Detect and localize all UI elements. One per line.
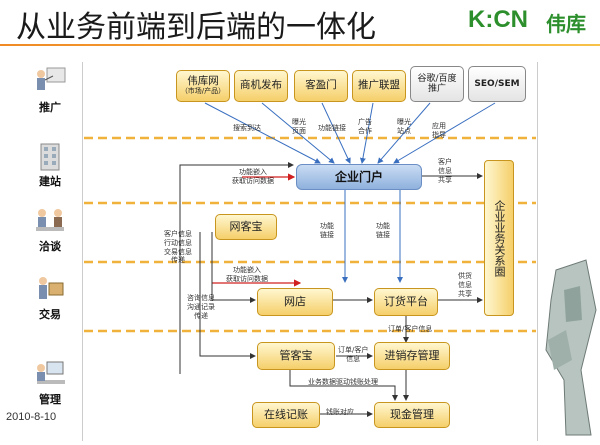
node-online-ledger: 在线记账 [252, 402, 320, 428]
note-consult: 咨询信息沟通记录传递 [187, 294, 215, 320]
presenter-icon [33, 66, 67, 98]
node-keyingmen: 客盈门 [294, 70, 348, 102]
node-online-shop-label: 网店 [284, 294, 306, 308]
logo-cn-text: 伟库 [546, 12, 586, 36]
note-exposure-site: 曝光站点 [397, 118, 411, 135]
note-func-link-top: 功能链接 [318, 124, 346, 132]
node-order-platform-label: 订货平台 [384, 294, 428, 308]
node-wangkebao-label: 网客宝 [229, 219, 263, 233]
note-supplier-share: 供货信息共享 [458, 272, 472, 298]
node-inventory-label: 进销存管理 [384, 348, 440, 362]
lane-promote: 推广 [16, 66, 84, 115]
lane-negotiate: 洽谈 [16, 205, 84, 254]
note-customer-info: 客户信息行动信息交易信息传递 [164, 230, 192, 265]
node-weiku-sub: （市场/产品） [180, 86, 226, 95]
node-order-platform: 订货平台 [374, 288, 438, 316]
robot-illustration [536, 250, 600, 441]
node-business-post: 商机发布 [234, 70, 288, 102]
note-func-link-left: 功能链接 [320, 222, 334, 239]
node-inventory: 进销存管理 [374, 342, 450, 370]
node-seo-sem: SEO/SEM [468, 66, 526, 102]
note-exposure: 曝光页面 [292, 118, 306, 135]
note-ad-coop: 广告合作 [358, 118, 372, 135]
meeting-icon [33, 205, 67, 237]
note-func-link-right: 功能链接 [376, 222, 390, 239]
lane-label-trade: 交易 [39, 308, 61, 321]
node-online-ledger-label: 在线记账 [264, 407, 308, 421]
note-order-info: 订单/客户信息 [338, 346, 369, 363]
node-guankebao-label: 管客宝 [279, 348, 313, 362]
node-business-relation: 企业业务关系圈 [484, 160, 514, 316]
logo-brand-text: K:CN [468, 6, 528, 33]
lane-label-promote: 推广 [39, 101, 61, 114]
node-google-baidu: 谷歌/百度推广 [410, 66, 464, 102]
note-embed-mid: 功能嵌入获取访问数据 [226, 266, 268, 283]
node-cash-management: 现金管理 [374, 402, 450, 428]
node-guankebao: 管客宝 [257, 342, 335, 370]
note-app-guide: 应用指导 [432, 122, 446, 139]
title-underline [0, 44, 600, 46]
building-icon [33, 140, 67, 172]
node-google-baidu-label: 谷歌/百度推广 [417, 73, 457, 94]
lane-label-negotiate: 洽谈 [39, 240, 61, 253]
node-weiku: 伟库网 （市场/产品） [176, 70, 230, 102]
node-keyingmen-label: 客盈门 [305, 79, 337, 92]
note-biz-data: 业务数据驱动钱账处理 [308, 378, 378, 386]
brand-logo: K:CN 伟库 [468, 6, 596, 38]
node-wangkebao: 网客宝 [215, 214, 277, 240]
delivery-icon [33, 273, 67, 305]
node-cash-management-label: 现金管理 [390, 407, 434, 421]
note-search-reach: 搜索到达 [233, 124, 261, 132]
lane-trade: 交易 [16, 273, 84, 322]
lane-manage: 管理 [16, 358, 84, 407]
lane-label-build: 建站 [39, 175, 61, 188]
node-online-shop: 网店 [257, 288, 333, 316]
node-weiku-label: 伟库网 [187, 75, 219, 88]
node-promo-alliance-label: 推广联盟 [358, 79, 400, 92]
lane-build: 建站 [16, 140, 84, 189]
node-promo-alliance: 推广联盟 [352, 70, 406, 102]
node-seo-sem-label: SEO/SEM [474, 78, 520, 89]
page-title: 从业务前端到后端的一体化 [16, 10, 376, 45]
lane-label-manage: 管理 [39, 393, 61, 406]
slide-date: 2010-8-10 [6, 411, 57, 423]
diagram-canvas [82, 62, 538, 441]
note-embed-top: 功能嵌入获取访问数据 [232, 168, 274, 185]
note-customer-share: 客户信息共享 [438, 158, 452, 184]
node-enterprise-portal: 企业门户 [296, 164, 422, 190]
note-account-match: 钱账对应 [326, 408, 354, 416]
node-business-post-label: 商机发布 [240, 79, 282, 92]
computer-user-icon [33, 358, 67, 390]
note-order-customer: 订单/客户信息 [388, 325, 433, 333]
